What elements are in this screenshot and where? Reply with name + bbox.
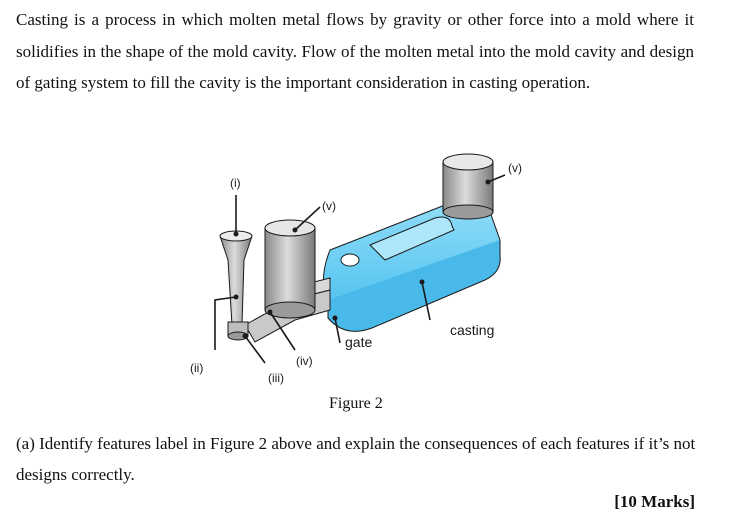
label-casting: casting <box>450 322 494 338</box>
sprue <box>219 230 253 341</box>
label-i: (i) <box>230 176 241 190</box>
casting-shape <box>323 202 501 332</box>
question-text: (a) Identify features label in Figure 2 … <box>16 434 696 484</box>
label-v-left: (v) <box>322 199 336 213</box>
marks-label: [10 Marks] <box>614 492 695 511</box>
label-iv: (iv) <box>296 354 313 368</box>
casting-figure: (i) (ii) (iii) (iv) (v) (v) gate casting <box>170 150 530 410</box>
leader-lines <box>214 174 506 364</box>
intro-paragraph: Casting is a process in which molten met… <box>16 10 694 92</box>
label-iii: (iii) <box>268 371 284 385</box>
leader-dots <box>233 179 491 339</box>
label-ii: (ii) <box>190 361 203 375</box>
right-riser <box>442 153 494 220</box>
label-gate: gate <box>345 334 372 350</box>
label-v-right: (v) <box>508 161 522 175</box>
gating-system-diagram: (i) (ii) (iii) (iv) (v) (v) gate casting <box>190 153 522 385</box>
figure-caption: Figure 2 <box>329 395 383 412</box>
left-riser <box>264 219 316 319</box>
